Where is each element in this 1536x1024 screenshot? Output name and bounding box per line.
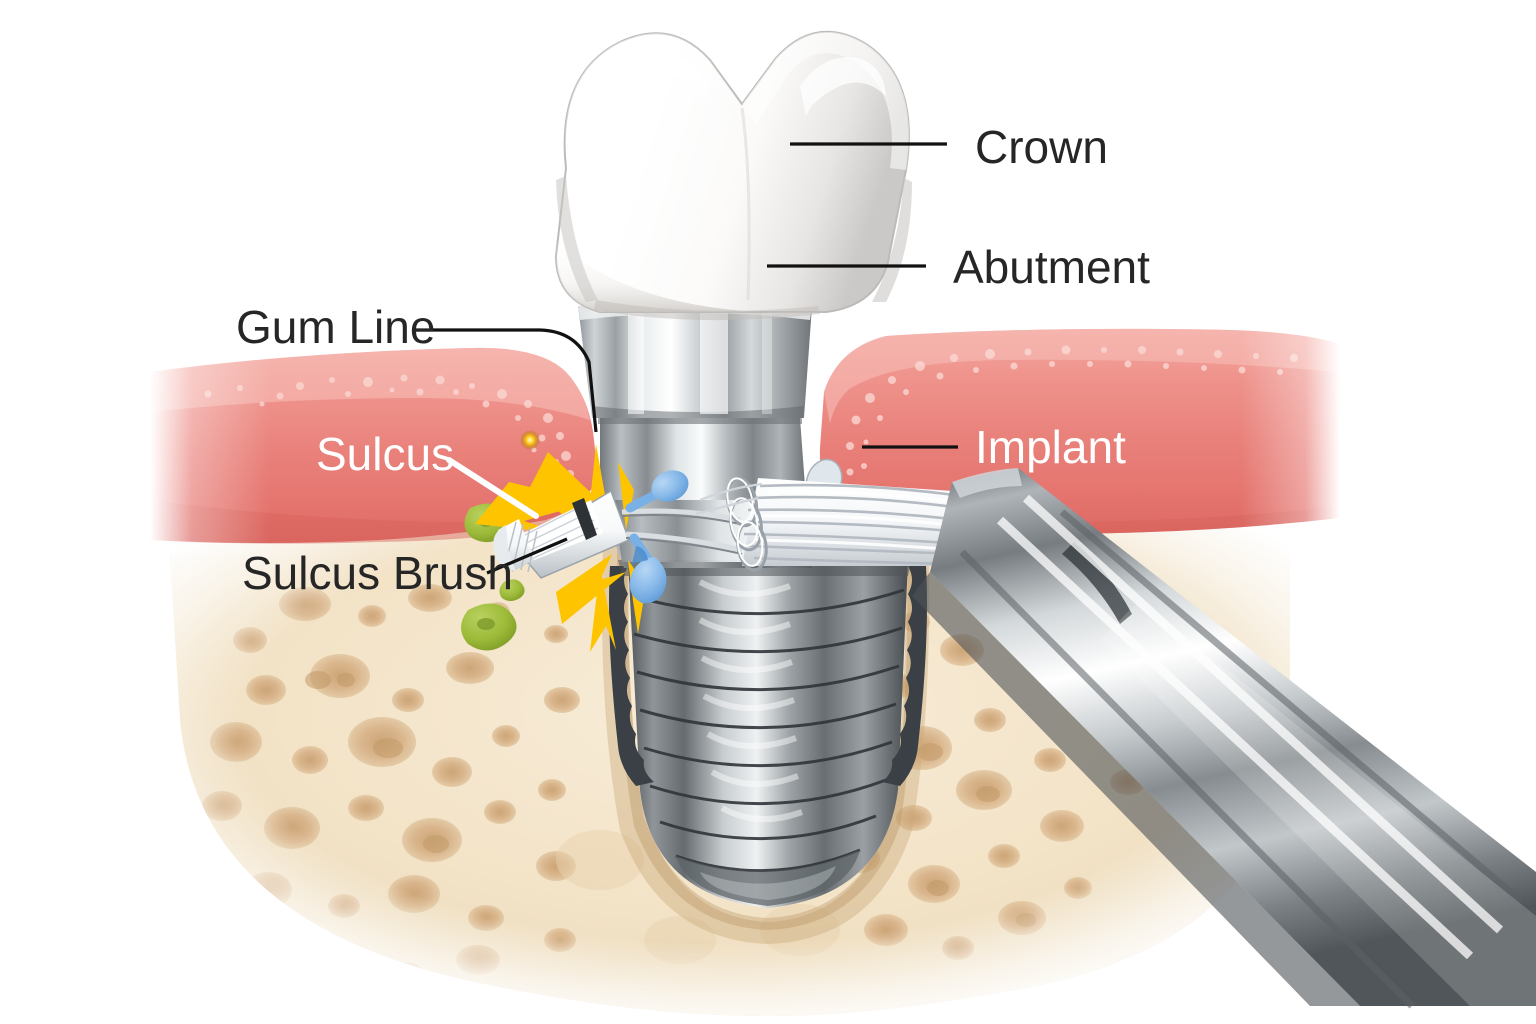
crown-label: Crown xyxy=(975,121,1108,173)
sulcus-label: Sulcus xyxy=(316,428,454,480)
gum-right xyxy=(819,320,1340,545)
gum-stipple-right xyxy=(846,345,1298,476)
implant-screw xyxy=(609,560,927,908)
label-abutment: Abutment xyxy=(767,241,1150,293)
sulcus-brush xyxy=(493,458,968,604)
brush-head-main xyxy=(695,476,968,572)
implant-label: Implant xyxy=(975,421,1126,473)
sulcus-brush-label: Sulcus Brush xyxy=(242,547,513,599)
gum-line-leader-line xyxy=(415,328,598,433)
sparkle-glint xyxy=(520,430,540,450)
screw-highlights xyxy=(698,579,804,823)
label-sulcus-brush: Sulcus Brush xyxy=(242,537,568,599)
handle-highlight xyxy=(996,494,1504,960)
crown xyxy=(554,30,912,321)
gum-left xyxy=(150,340,598,555)
label-layer: Crown Abutment Gum Line Implant Sulcus S… xyxy=(236,121,1150,599)
instrument-handle xyxy=(912,468,1536,1009)
brush-wire xyxy=(621,508,743,553)
screw-threads xyxy=(631,588,905,873)
brush-coil-hi xyxy=(726,477,764,567)
brush-head-left xyxy=(493,489,630,579)
label-gum-line: Gum Line xyxy=(236,301,598,433)
sulcus-brush-leader-line xyxy=(486,537,568,575)
thread-edge-right xyxy=(882,566,927,786)
sulcus-leader-line xyxy=(446,457,539,519)
gum-line-label: Gum Line xyxy=(236,301,435,353)
label-implant: Implant xyxy=(862,421,1126,473)
label-sulcus: Sulcus xyxy=(316,428,539,519)
label-crown: Crown xyxy=(790,121,1108,173)
abutment-label: Abutment xyxy=(953,241,1150,293)
thread-edge-left xyxy=(609,566,654,786)
